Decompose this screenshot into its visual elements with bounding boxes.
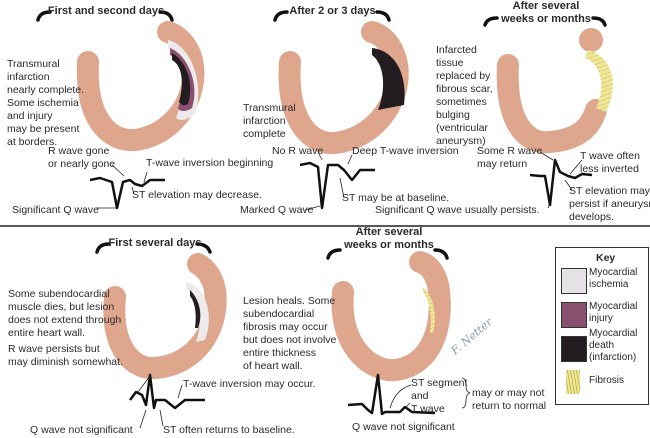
panel-1-t-wave-label: T-wave inversion beginning bbox=[146, 157, 274, 169]
ecg-trace-4 bbox=[129, 373, 205, 410]
legend-swatch-injury bbox=[561, 302, 587, 328]
panel-2-st-label: ST may be at baseline. bbox=[342, 192, 450, 204]
panel-3-st-label: ST elevation may persist if aneurysm dev… bbox=[569, 185, 650, 223]
legend-label-ischemia: Myocardial ischemia bbox=[589, 267, 638, 290]
panel-3-r-wave-label: Some R wave may return bbox=[477, 145, 543, 170]
panel-1-description: Transmural infarction nearly complete. S… bbox=[7, 58, 85, 148]
panel-2-r-wave-label: No R wave bbox=[272, 145, 324, 157]
legend-swatch-infarction bbox=[561, 336, 587, 362]
panel-2-t-wave-label: Deep T-wave inversion bbox=[352, 145, 459, 157]
panel-3-t-wave-label: T wave often less inverted bbox=[580, 150, 640, 175]
legend-label-fibrosis: Fibrosis bbox=[589, 375, 625, 386]
heart-section-3 bbox=[496, 28, 613, 154]
ecg-trace-2 bbox=[299, 161, 375, 210]
panel-2-title: After 2 or 3 days bbox=[289, 5, 376, 17]
panel-3-title: After several weeks or months bbox=[501, 0, 591, 25]
panel-4-title: First several days bbox=[108, 237, 202, 249]
panel-5-st-t-label: ST segment and T wave bbox=[411, 377, 468, 415]
heart-section-1 bbox=[76, 21, 205, 152]
legend-label-injury: Myocardial injury bbox=[589, 301, 638, 324]
panel-4-description: Some subendocardial muscle dies, but les… bbox=[8, 288, 122, 339]
legend-title: Key bbox=[596, 252, 616, 264]
panel-1-q-wave-label: Significant Q wave bbox=[12, 204, 99, 216]
panel-3-description: Infarcted tissue replaced by fibrous sca… bbox=[436, 44, 493, 147]
heart-section-4 bbox=[103, 253, 227, 380]
panel-1-st-label: ST elevation may decrease. bbox=[132, 189, 262, 201]
panel-5-title: After several weeks or months bbox=[344, 226, 434, 251]
panel-4-st-label: ST often returns to baseline. bbox=[163, 424, 295, 436]
legend-swatch-fibrosis bbox=[566, 370, 580, 394]
heart-section-5 bbox=[331, 251, 451, 382]
leader-lines bbox=[96, 151, 583, 429]
panel-3-q-wave-label: Significant Q wave usually persists. bbox=[375, 204, 540, 216]
panel-4-r-wave-label: R wave persists but may diminish somewha… bbox=[8, 343, 123, 368]
panel-5-q-wave-label: Q wave not significant bbox=[352, 421, 455, 433]
panel-1-title: First and second days bbox=[47, 5, 165, 17]
panel-2-q-wave-label: Marked Q wave bbox=[240, 204, 314, 216]
panel-4-q-wave-label: Q wave not significant bbox=[30, 424, 133, 436]
ecg-trace-3 bbox=[529, 158, 593, 207]
legend-label-infarction: Myocardial death (infarction) bbox=[589, 328, 638, 363]
panel-2-description: Transmural infarction complete bbox=[243, 102, 296, 140]
bracket-marks bbox=[36, 10, 607, 260]
ecg-trace-1 bbox=[89, 176, 165, 210]
artist-signature: F. Netter bbox=[448, 315, 496, 358]
panel-1-r-wave-label: R wave gone or nearly gone bbox=[48, 145, 116, 170]
heart-section-2 bbox=[278, 21, 409, 155]
panel-4-t-wave-label: T-wave inversion may occur. bbox=[183, 378, 316, 390]
panel-5-description: Lesion heals. Some subendocardial fibros… bbox=[243, 295, 337, 372]
legend-key: Key Myocardial ischemia Myocardial injur… bbox=[555, 247, 649, 405]
ecg-trace-5 bbox=[347, 373, 436, 416]
legend-swatch-ischemia bbox=[561, 268, 587, 294]
panel-5-return-label: may or may not return to normal bbox=[472, 387, 547, 412]
